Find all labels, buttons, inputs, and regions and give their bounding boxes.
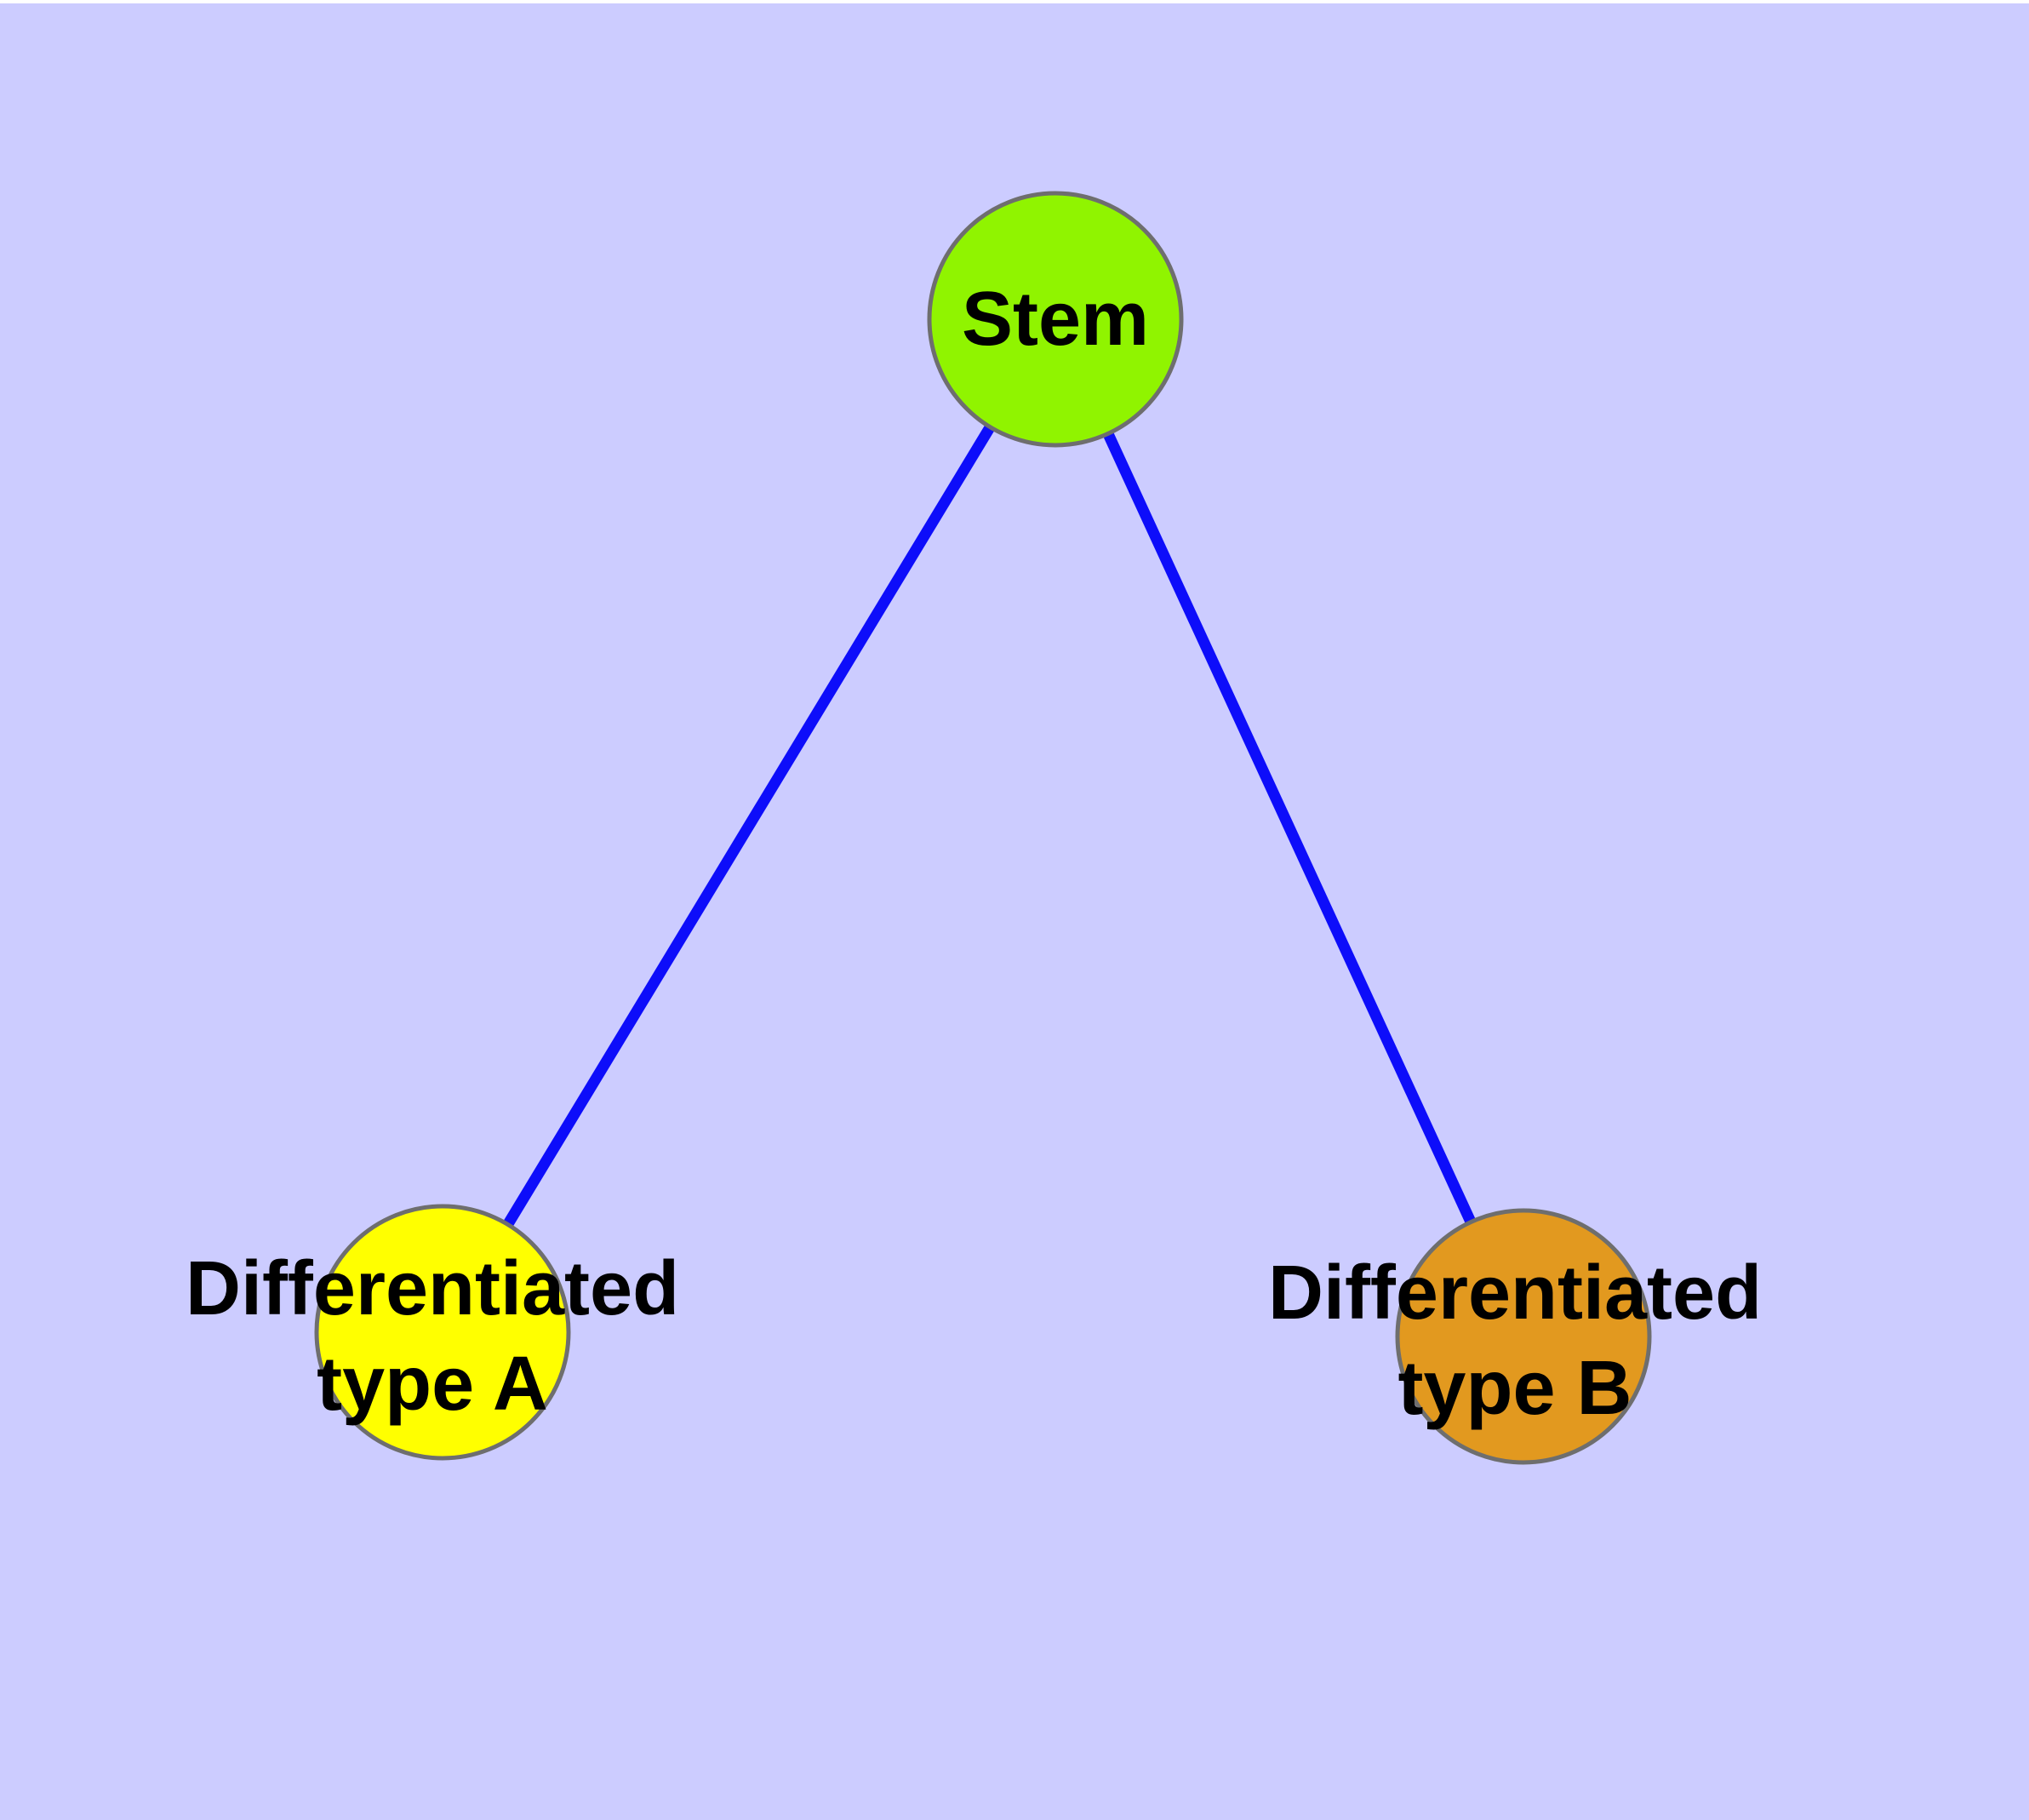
node-circle-type-b [1395, 1208, 1652, 1465]
node-circle-type-a [314, 1204, 571, 1461]
edge-stem-to-type-b [1050, 317, 1529, 1339]
edge-stem-to-type-a [437, 316, 1060, 1336]
node-circle-stem [927, 191, 1184, 448]
node-label-type-b: Differentiated type B [1267, 1251, 1763, 1431]
node-label-stem: Stem [961, 277, 1150, 362]
node-label-type-a: Differentiated type A [185, 1246, 680, 1427]
